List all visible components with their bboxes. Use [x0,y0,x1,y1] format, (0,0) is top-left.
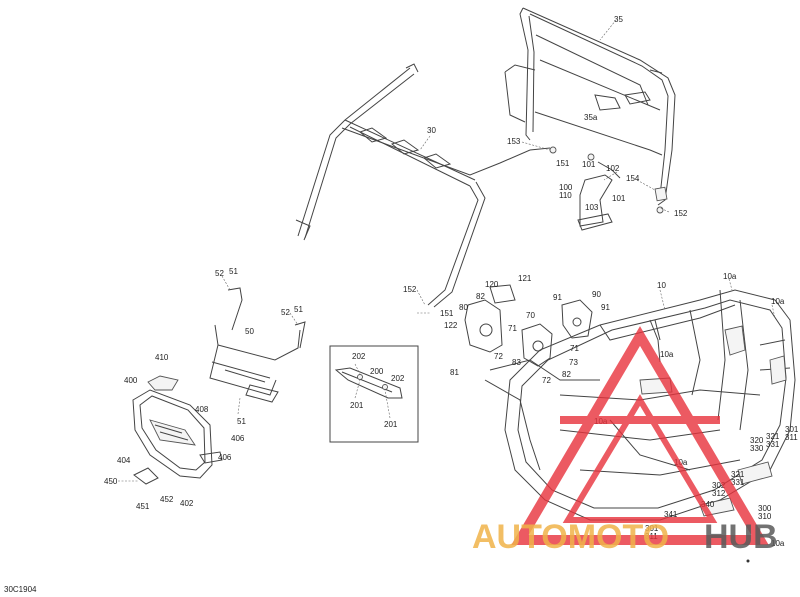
part-label: 450 [104,477,118,486]
part-80-bracket [464,284,516,353]
part-label: 100 [559,183,573,192]
part-label: 52 [215,269,224,278]
part-label: 71 [570,344,579,353]
part-label: 10a [660,350,674,359]
part-50-bracket [209,287,306,403]
part-label: 202 [391,374,405,383]
part-label: 451 [136,502,150,511]
part-label: 82 [476,292,485,301]
part-label: 72 [494,352,503,361]
part-label: 102 [606,164,620,173]
part-label: 202 [352,352,366,361]
part-label: 320 [750,436,764,445]
part-label: 91 [553,293,562,302]
part-label: 301 [785,425,799,434]
part-label: 406 [231,434,245,443]
part-label: 201 [384,420,398,429]
detail-box-200 [329,345,419,443]
part-label: 331 [766,440,780,449]
part-label: 404 [117,456,131,465]
part-label: 302 [712,481,726,490]
part-label: 311 [785,433,798,442]
part-label: 152 [674,209,688,218]
part-label: 321 [766,432,780,441]
watermark-brand-part1: AUTOMOTO [472,518,669,556]
part-label: 200 [370,367,384,376]
part-label: 400 [124,376,138,385]
part-label: 452 [160,495,174,504]
part-label: 10a [771,297,785,306]
part-label: 81 [450,368,459,377]
part-label: 300 [758,504,772,513]
part-label: 35a [584,113,598,122]
part-label: 330 [750,444,764,453]
part-label: 331 [731,478,745,487]
part-label: 51 [294,305,303,314]
part-label: 110 [559,191,572,200]
part-label: 312 [712,489,726,498]
logo-triangle-icon [511,326,769,545]
part-label: 341 [664,510,678,519]
part-label: 122 [444,321,458,330]
part-label: 83 [512,358,521,367]
part-label: 10a [771,539,785,548]
leader-lines [118,19,776,482]
part-label: 52 [281,308,290,317]
part-label: 151 [440,309,454,318]
part-400-front-fascia [132,375,223,485]
part-label: 72 [542,376,551,385]
part-label: 201 [350,401,364,410]
part-label: 121 [518,274,532,283]
part-label: 103 [585,203,599,212]
part-label: 340 [701,500,715,509]
part-label: 90 [592,290,601,299]
part-label: 35 [614,15,623,24]
logo-inner-triangle-icon [562,394,718,523]
watermark-text: AUTOMOTO HUB [472,518,778,556]
part-label: 30 [427,126,436,135]
part-90-bracket [561,299,593,339]
part-70-bracket [521,323,553,367]
part-label: 410 [155,353,169,362]
part-label: 151 [556,159,570,168]
part-10-chassis-frame [484,289,796,521]
part-label: 73 [569,358,578,367]
part-label: 120 [485,280,499,289]
watermark-logo [511,326,769,545]
part-label: 91 [601,303,610,312]
part-label: 70 [526,311,535,320]
part-label: 101 [612,194,626,203]
part-label: 80 [459,303,468,312]
part-label: 51 [237,417,246,426]
part-label: 310 [758,512,772,521]
part-label: 71 [508,324,517,333]
part-label: 82 [562,370,571,379]
part-label: 51 [229,267,238,276]
part-30-roll-cage [295,63,551,308]
part-label: 10a [723,272,737,281]
part-label: 152 [403,285,417,294]
part-label: 321 [731,470,745,479]
part-label: 153 [507,137,521,146]
part-label: 408 [195,405,209,414]
watermark-brand-part2: HUB [704,518,778,556]
part-35-rear-frame [504,7,676,206]
part-label: 402 [180,499,194,508]
part-label: 50 [245,327,254,336]
part-label: 101 [582,160,596,169]
part-label: 406 [218,453,232,462]
part-label: 154 [626,174,640,183]
diagram-code: 30C1904 [4,585,37,594]
part-label: 10 [657,281,666,290]
part-label: 301 [645,524,659,533]
